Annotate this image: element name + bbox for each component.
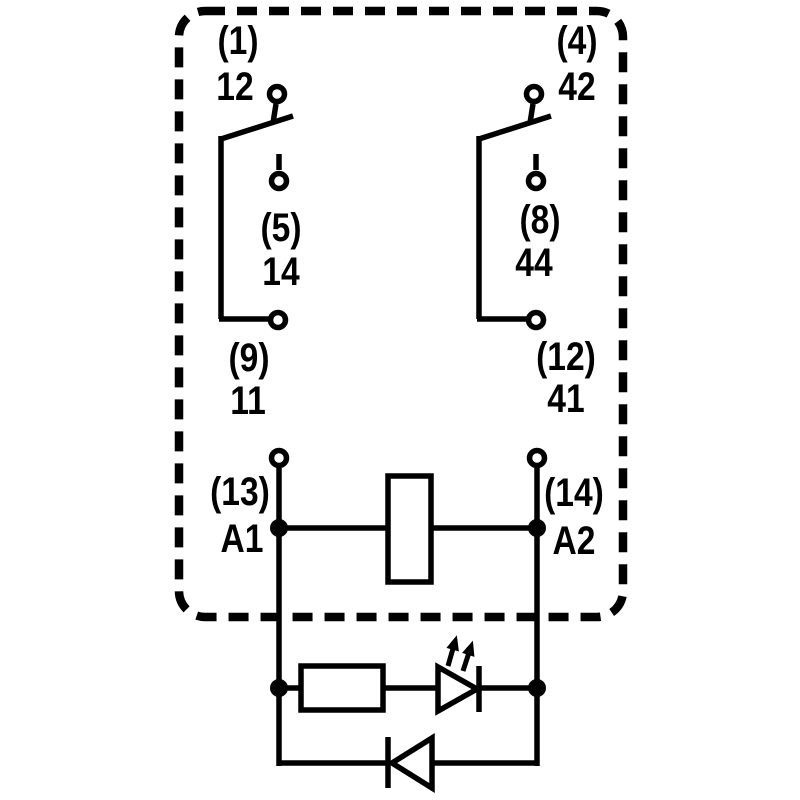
contact-pole-left xyxy=(218,83,294,331)
led-emission-arrow-2 xyxy=(457,639,479,673)
junction-dot-a1 xyxy=(270,519,288,537)
junction-dot-module-left xyxy=(270,679,288,697)
terminal-label-41: 41 xyxy=(547,377,585,421)
coil-circuit xyxy=(268,447,548,766)
terminal-label-a1-paren: (13) xyxy=(210,470,270,514)
terminal-label-42: 42 xyxy=(558,65,596,109)
contact-pole-right xyxy=(476,83,552,331)
led-emission-arrow-1 xyxy=(442,633,463,667)
terminal-circle-14 xyxy=(268,170,290,192)
terminal-circle-a2 xyxy=(526,447,548,469)
terminal-circle-a1 xyxy=(268,447,290,469)
terminal-label-a1: A1 xyxy=(220,517,264,561)
terminal-label-44-paren: (8) xyxy=(519,198,561,242)
terminal-label-a2: A2 xyxy=(552,519,596,563)
contact-right-moving-arm xyxy=(478,113,552,142)
terminal-circle-12 xyxy=(266,83,288,105)
led-symbol xyxy=(435,662,483,716)
indicator-module xyxy=(270,633,546,793)
terminal-label-a2-paren: (14) xyxy=(544,471,604,515)
terminal-label-14-paren: (5) xyxy=(260,206,302,250)
terminal-label-11: 11 xyxy=(230,379,266,423)
junction-dot-a2 xyxy=(528,519,546,537)
terminal-circle-44 xyxy=(525,170,547,192)
contact-left-moving-arm xyxy=(220,113,294,142)
terminal-label-44: 44 xyxy=(515,241,553,285)
coil-symbol xyxy=(385,473,434,585)
terminal-label-12-paren: (1) xyxy=(217,19,259,63)
terminal-label-41-paren: (12) xyxy=(536,335,596,379)
resistor-symbol xyxy=(298,663,386,713)
terminal-circle-42 xyxy=(523,83,545,105)
terminal-circle-11 xyxy=(267,309,289,331)
relay-outline-dashed-border xyxy=(174,6,628,622)
terminal-label-42-paren: (4) xyxy=(556,19,598,63)
terminal-circle-41 xyxy=(525,309,547,331)
terminal-label-12: 12 xyxy=(216,65,254,109)
junction-dot-module-right xyxy=(528,679,546,697)
terminal-label-11-paren: (9) xyxy=(228,336,270,380)
terminal-label-14: 14 xyxy=(262,250,300,294)
diode-symbol xyxy=(386,733,435,793)
